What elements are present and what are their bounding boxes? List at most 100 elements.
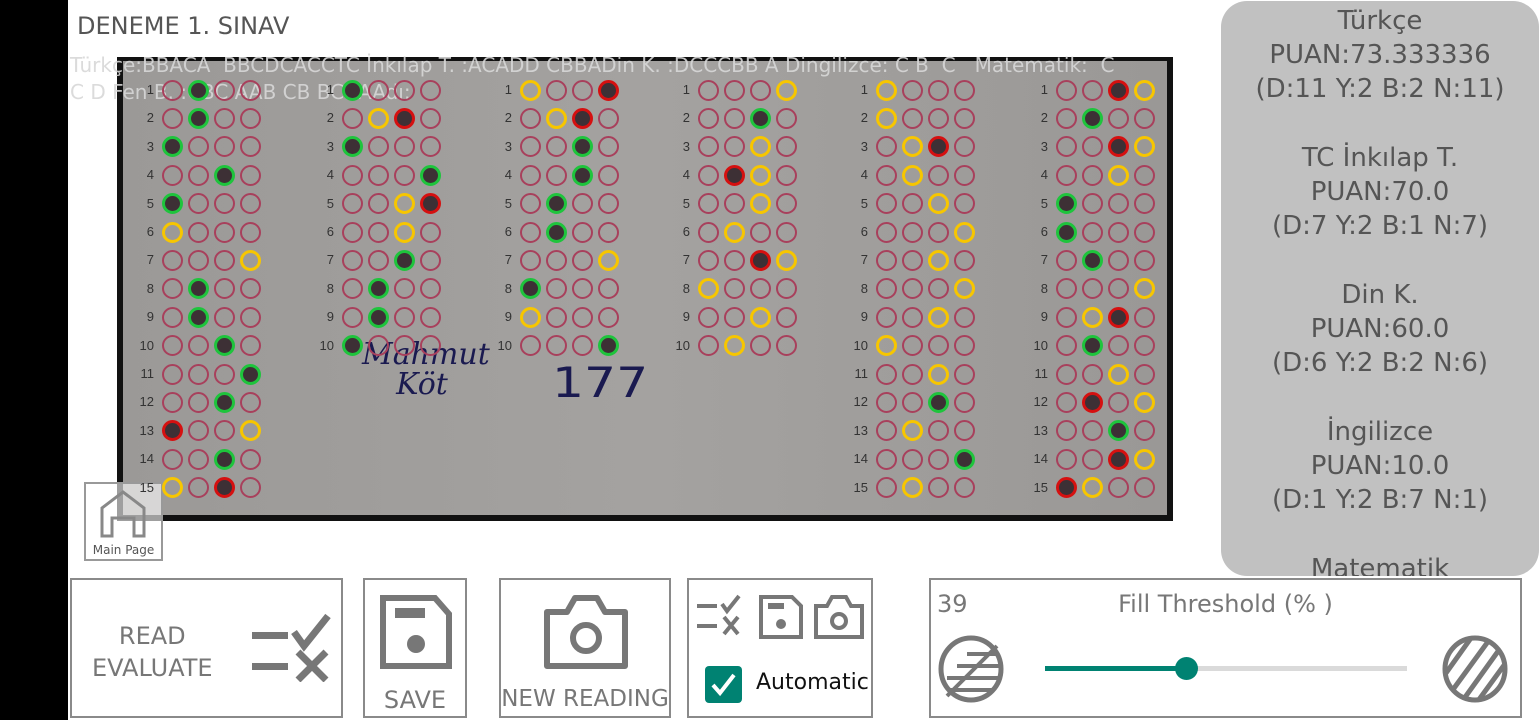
answer-bubble-c xyxy=(928,221,950,243)
answer-bubble-b-correct xyxy=(187,79,209,101)
answer-bubble-b xyxy=(367,249,389,271)
answer-bubble-d-expected xyxy=(1134,448,1156,470)
new-reading-label: NEW READING xyxy=(501,686,669,712)
answer-bubble-c xyxy=(214,221,236,243)
answer-bubble-a xyxy=(1055,448,1077,470)
answer-bubble-d xyxy=(954,420,976,442)
score-subject: Türkçe xyxy=(1337,6,1423,36)
score-puan: PUAN:10.0 xyxy=(1310,451,1450,481)
question-number: 13 xyxy=(1033,422,1048,438)
read-evaluate-button[interactable]: READ EVALUATE xyxy=(70,578,343,718)
answer-bubble-a xyxy=(875,477,897,499)
question-number: 8 xyxy=(860,280,868,296)
answer-bubble-b xyxy=(187,448,209,470)
answer-bubble-c-correct xyxy=(572,164,594,186)
question-number: 9 xyxy=(1040,309,1048,325)
automatic-checkbox[interactable] xyxy=(705,666,742,703)
answer-bubble-d-expected xyxy=(1134,79,1156,101)
answer-bubble-a xyxy=(1055,164,1077,186)
question-number: 7 xyxy=(860,252,868,268)
question-number: 9 xyxy=(504,309,512,325)
answer-bubble-a xyxy=(875,391,897,413)
answer-bubble-a-correct xyxy=(341,335,363,357)
answer-bubble-a xyxy=(161,107,183,129)
answer-bubble-d xyxy=(954,136,976,158)
partial-fill-circle-icon xyxy=(938,635,1004,703)
answer-bubble-c xyxy=(750,79,772,101)
question-number: 11 xyxy=(1034,366,1049,381)
score-detail: (D:1 Y:2 B:7 N:1) xyxy=(1271,485,1489,515)
answer-bubble-d xyxy=(954,79,976,101)
automatic-options-box: Automatic xyxy=(687,578,873,718)
answer-bubble-d-correct xyxy=(954,448,976,470)
answer-bubble-d xyxy=(598,136,620,158)
answer-bubble-c xyxy=(1108,335,1130,357)
main-page-button[interactable]: Main Page xyxy=(84,482,163,561)
answer-bubble-a xyxy=(341,249,363,271)
answer-bubble-a xyxy=(1055,79,1077,101)
answer-bubble-d-expected xyxy=(776,249,798,271)
answer-bubble-d xyxy=(954,193,976,215)
question-number: 5 xyxy=(146,195,154,211)
score-block: Matematik xyxy=(1221,552,1539,576)
question-number: 2 xyxy=(1040,110,1048,126)
question-number: 1 xyxy=(860,82,868,97)
answer-bubble-a xyxy=(875,221,897,243)
threshold-slider-track[interactable] xyxy=(1045,666,1407,671)
question-number: 15 xyxy=(853,479,868,495)
answer-bubble-c-wrong xyxy=(394,107,416,129)
question-number: 11 xyxy=(140,366,155,381)
answer-bubble-c-expected xyxy=(394,221,416,243)
question-number: 5 xyxy=(682,195,690,211)
answer-bubble-a xyxy=(875,448,897,470)
floppy-disk-icon xyxy=(759,595,803,639)
answer-bubble-d xyxy=(240,448,262,470)
answer-bubble-b xyxy=(901,363,923,385)
answer-bubble-c xyxy=(928,448,950,470)
answer-bubble-d xyxy=(954,335,976,357)
answer-bubble-d xyxy=(776,193,798,215)
answer-bubble-b xyxy=(901,79,923,101)
answer-bubble-c xyxy=(750,221,772,243)
answer-bubble-b xyxy=(1081,448,1103,470)
answer-bubble-c-correct xyxy=(928,391,950,413)
question-number: 14 xyxy=(1033,451,1048,467)
answer-bubble-c-expected xyxy=(928,306,950,328)
answer-bubble-a-correct xyxy=(341,79,363,101)
answer-bubble-b xyxy=(1081,164,1103,186)
answer-bubble-b-expected xyxy=(723,221,745,243)
answer-bubble-c-wrong xyxy=(214,477,236,499)
answer-bubble-b xyxy=(901,193,923,215)
answer-bubble-c xyxy=(214,306,236,328)
answer-bubble-a xyxy=(875,420,897,442)
answer-bubble-c-wrong xyxy=(750,249,772,271)
answer-bubble-d xyxy=(420,249,442,271)
answer-bubble-d xyxy=(1134,335,1156,357)
answer-bubble-d xyxy=(1134,221,1156,243)
answer-bubble-a xyxy=(1055,391,1077,413)
question-number: 1 xyxy=(504,82,512,97)
answer-bubble-d xyxy=(420,306,442,328)
answer-bubble-b-expected xyxy=(901,420,923,442)
new-reading-button[interactable]: NEW READING xyxy=(499,578,671,718)
answer-bubble-a xyxy=(161,306,183,328)
answer-bubble-c-expected xyxy=(928,249,950,271)
threshold-slider-thumb[interactable] xyxy=(1175,657,1199,680)
sheet-paper xyxy=(123,61,1167,515)
answer-bubble-d xyxy=(954,107,976,129)
answer-bubble-d xyxy=(240,107,262,129)
question-number: 8 xyxy=(146,280,154,296)
answer-bubble-c-correct xyxy=(214,335,236,357)
save-button[interactable]: SAVE xyxy=(363,578,467,718)
answer-bubble-a xyxy=(519,136,541,158)
answer-bubble-b xyxy=(901,335,923,357)
answer-bubble-b xyxy=(1081,221,1103,243)
answer-bubble-b-correct xyxy=(187,278,209,300)
answer-bubble-c-wrong xyxy=(1108,306,1130,328)
question-number: 7 xyxy=(146,252,154,268)
answer-bubble-b xyxy=(545,335,567,357)
answer-bubble-a xyxy=(161,278,183,300)
answer-bubble-b xyxy=(901,221,923,243)
